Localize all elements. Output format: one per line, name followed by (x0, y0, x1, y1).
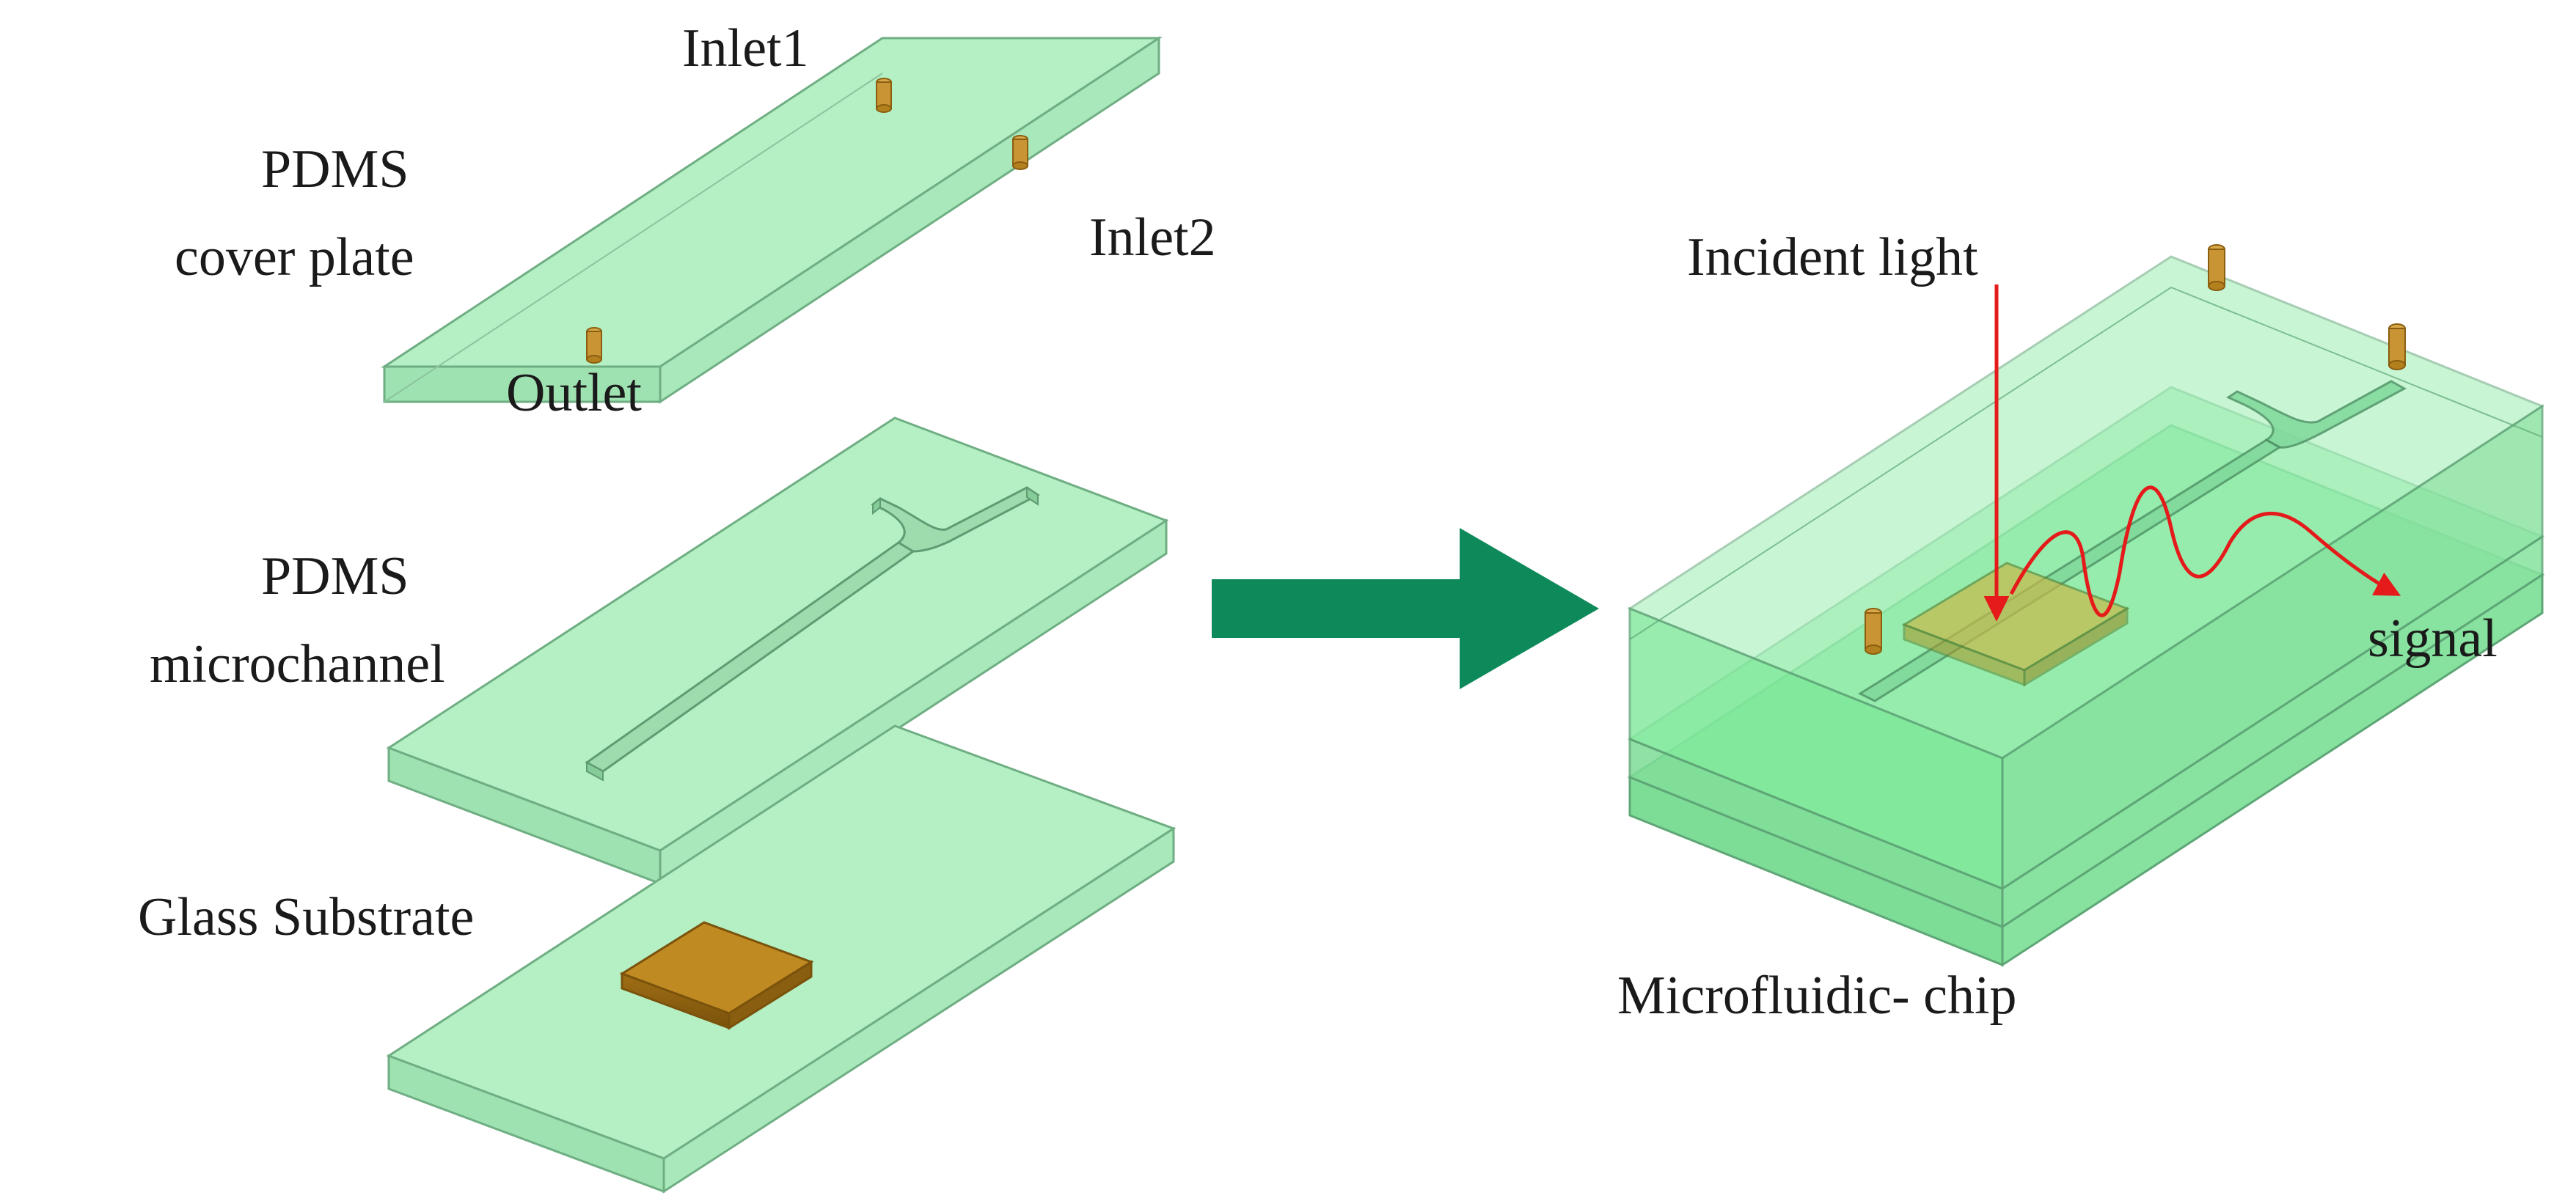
assembled-inlet2-port (2388, 323, 2406, 370)
inlet2-port (1012, 135, 1028, 170)
right-arrow-icon (1212, 528, 1599, 689)
assembled-inlet1-port (2208, 244, 2225, 291)
outlet-label: Outlet (506, 363, 642, 423)
gold-sensor-chip (619, 921, 814, 1030)
pdms-cover-plate (381, 36, 1163, 404)
inlet2-label: Inlet2 (1089, 207, 1216, 268)
signal-wave-ray (2009, 485, 2401, 617)
inlet1-port (876, 78, 892, 113)
cover-plate-label-line1: PDMS (261, 139, 409, 199)
microchannel-label-line1: PDMS (261, 546, 409, 606)
glass-substrate-layer (386, 724, 1177, 1194)
microchannel-path (585, 486, 1040, 782)
signal-label: signal (2368, 609, 2498, 669)
cover-plate-label-line2: cover plate (175, 227, 414, 287)
microfluidic-chip-label: Microfluidic- chip (1617, 966, 2017, 1026)
incident-light-label: Incident light (1687, 227, 1978, 287)
inlet1-label: Inlet1 (682, 18, 809, 78)
glass-substrate-label: Glass Substrate (138, 887, 474, 947)
microchannel-label-line2: microchannel (150, 634, 445, 694)
assembled-sensor-chip (1901, 562, 2130, 687)
assembled-outlet-port (1865, 608, 1882, 655)
outlet-port (586, 327, 602, 364)
